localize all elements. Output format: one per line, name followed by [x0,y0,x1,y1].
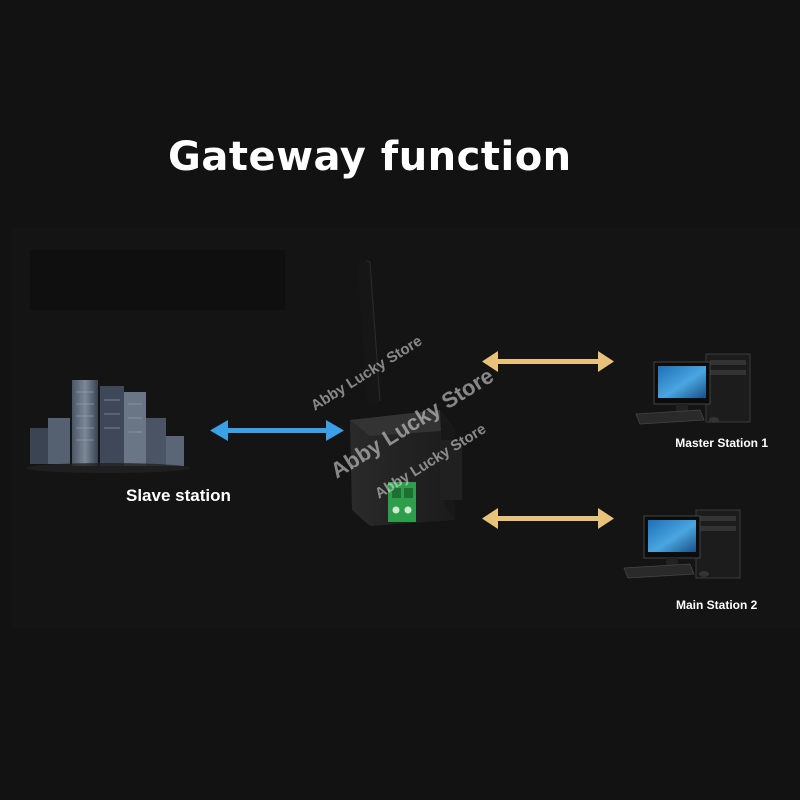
wireless-gateway-icon [350,260,462,526]
diagram-panel-shade [30,250,285,310]
master-station-label: Master Station 1 [675,436,768,450]
main-station-label: Main Station 2 [676,598,758,612]
main-link-arrow [482,508,614,529]
desktop-computer-icon [635,353,751,425]
diagram-title: Gateway function [168,134,572,180]
slave-link-arrow [210,420,344,441]
server-rack-icon [26,380,190,473]
desktop-computer-icon [623,509,741,579]
slave-station-label: Slave station [126,486,231,505]
master-link-arrow [482,351,614,372]
